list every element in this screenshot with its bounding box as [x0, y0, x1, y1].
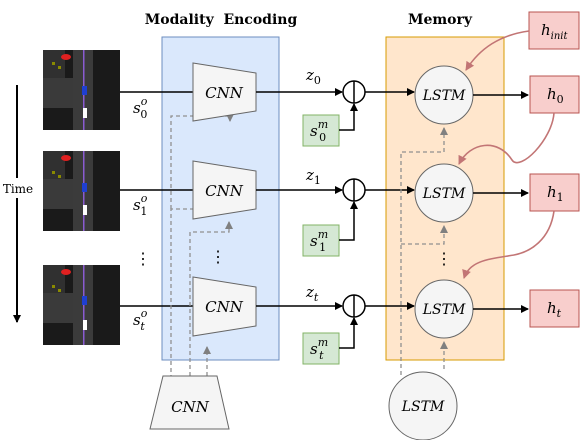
memory-weight-sharing: [400, 127, 448, 375]
hidden-state-init: hinit: [528, 11, 580, 50]
hidden-state-1: h1: [529, 173, 580, 212]
svg-text:h0: h0: [547, 85, 564, 106]
lstm-cell-t: LSTM: [414, 279, 474, 339]
vdots-frames: ⋮: [135, 249, 151, 268]
cnn-encoder-1: CNN: [192, 160, 257, 220]
frame-0: [43, 50, 120, 130]
svg-text:hinit: hinit: [541, 21, 569, 42]
concat-node-0: [342, 80, 366, 104]
frame-2: [43, 265, 120, 345]
svg-text:CNN: CNN: [205, 298, 244, 316]
svg-text:ht: ht: [547, 299, 562, 320]
encoding-header: Modality Encoding: [145, 12, 298, 28]
feature-label-t: zt: [305, 283, 319, 304]
svg-text:h1: h1: [547, 183, 564, 204]
feature-label-0: z0: [305, 66, 321, 87]
concat-node-t: [342, 294, 366, 318]
svg-text:smt: smt: [310, 336, 328, 362]
svg-text:sm1: sm1: [310, 228, 328, 254]
lstm-cell-1: LSTM: [414, 163, 474, 223]
memory-header: Memory: [408, 12, 473, 28]
svg-text:LSTM: LSTM: [422, 302, 466, 318]
time-label: Time: [3, 182, 33, 196]
lstm-template: LSTM: [388, 371, 458, 440]
cnn-encoder-0: CNN: [192, 62, 257, 122]
recurrent-connections: [458, 30, 555, 279]
cnn-template: CNN: [149, 375, 230, 430]
svg-text:CNN: CNN: [205, 182, 244, 200]
svg-text:LSTM: LSTM: [422, 88, 466, 104]
vdots-encoder: ⋮: [210, 247, 226, 266]
hidden-state-0: h0: [529, 75, 580, 114]
svg-text:CNN: CNN: [205, 84, 244, 102]
hidden-state-t: ht: [529, 289, 580, 328]
svg-text:CNN: CNN: [171, 398, 210, 416]
svg-text:sm0: sm0: [310, 118, 328, 144]
feature-label-1: z1: [305, 166, 321, 187]
cnn-encoder-t: CNN: [192, 276, 257, 337]
svg-text:LSTM: LSTM: [422, 186, 466, 202]
svg-text:LSTM: LSTM: [401, 399, 445, 415]
vdots-memory: ⋮: [436, 249, 452, 268]
lstm-cell-0: LSTM: [414, 65, 474, 125]
concat-node-1: [342, 178, 366, 202]
frame-1: [43, 151, 120, 231]
